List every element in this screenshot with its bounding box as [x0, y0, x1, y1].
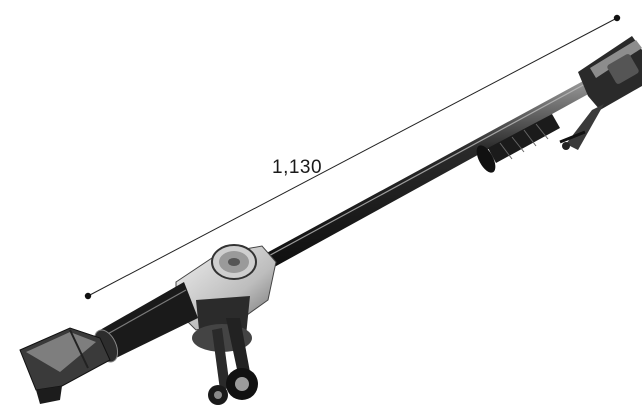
- motor-housing: [175, 244, 277, 352]
- dimension-line: [87, 17, 618, 297]
- dimension-length-label: 1,130: [272, 157, 323, 178]
- tool-shaft: [250, 80, 592, 276]
- wheel-stand: [208, 318, 258, 405]
- rear-handle: [559, 36, 642, 150]
- scraper-blade: [19, 327, 111, 404]
- dimension-endpoint-left: [84, 292, 92, 300]
- dimension-endpoint-right: [613, 14, 621, 22]
- shaft-grip: [476, 114, 560, 173]
